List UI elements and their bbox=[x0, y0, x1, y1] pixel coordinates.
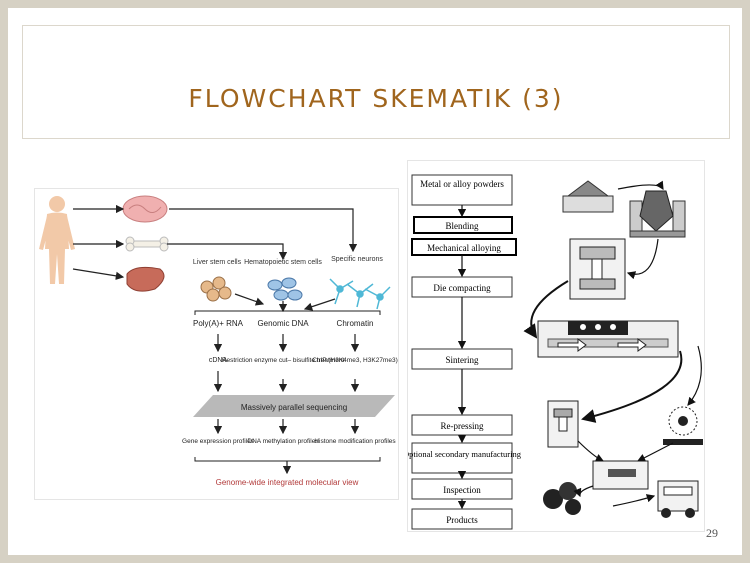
page-number: 29 bbox=[706, 526, 718, 540]
sequencing-band bbox=[193, 395, 395, 417]
step-label-inspection: Inspection bbox=[443, 485, 481, 495]
powder-metallurgy-figure: Metal or alloy powders Blending Mechanic… bbox=[403, 160, 705, 532]
sequencing-label: Massively parallel sequencing bbox=[241, 403, 347, 412]
blood-cells-icon bbox=[267, 277, 303, 301]
prep-label-restriction: Restriction enzyme cut– bisulfite treatm… bbox=[222, 357, 345, 364]
step-box-powders bbox=[411, 174, 513, 206]
title-band: FLOWCHART SKEMATIK (3) bbox=[22, 25, 730, 139]
human-body-icon bbox=[39, 196, 75, 284]
genomics-flowchart-figure: Liver stem cells Hematopoietic stem cell… bbox=[34, 188, 399, 500]
prep-label-chip: ChIP (H3K4me3, H3K27me3) bbox=[312, 357, 398, 364]
genomics-flowchart-svg: Liver stem cells Hematopoietic stem cell… bbox=[39, 195, 398, 487]
powder-metallurgy-svg: Metal or alloy powders Blending Mechanic… bbox=[403, 174, 703, 530]
profile-label-histone: Histone modification profiles bbox=[314, 438, 396, 445]
mol-label-rna: Poly(A)+ RNA bbox=[193, 319, 244, 328]
step-label-blending: Blending bbox=[446, 221, 479, 231]
machining-icon bbox=[663, 406, 703, 445]
blender-icon bbox=[629, 190, 686, 238]
bone-icon bbox=[125, 236, 169, 252]
step-label-powders: Metal or alloy powders bbox=[420, 179, 504, 189]
sintering-furnace-icon bbox=[537, 320, 679, 358]
lathe-icon bbox=[592, 460, 649, 490]
step-label-die-compacting: Die compacting bbox=[433, 283, 491, 293]
mol-label-chromatin: Chromatin bbox=[337, 319, 374, 328]
mol-label-dna: Genomic DNA bbox=[257, 319, 309, 328]
profile-label-methylation: DNA methylation profiles bbox=[247, 438, 319, 445]
step-label-mechanical-alloying: Mechanical alloying bbox=[427, 243, 501, 253]
gears-product-icon bbox=[543, 482, 581, 515]
step-label-secondary: Optional secondary manufacturing bbox=[408, 449, 522, 459]
slide-title: FLOWCHART SKEMATIK (3) bbox=[188, 84, 564, 113]
liver-cells-icon bbox=[200, 276, 232, 302]
vehicle-product-icon bbox=[657, 480, 699, 518]
brain-icon bbox=[122, 195, 168, 223]
step-box-secondary bbox=[411, 442, 513, 474]
liver-icon bbox=[126, 266, 165, 292]
slide: FLOWCHART SKEMATIK (3) bbox=[8, 8, 742, 555]
source-label-hematopoietic: Hematopoietic stem cells bbox=[244, 259, 322, 266]
result-label: Genome-wide integrated molecular view bbox=[216, 478, 359, 487]
source-label-neurons: Specific neurons bbox=[331, 256, 383, 263]
press-machine-icon bbox=[569, 238, 626, 300]
profile-label-gene: Gene expression profiles bbox=[182, 438, 255, 445]
repress-machine-icon bbox=[547, 400, 579, 448]
step-label-products: Products bbox=[446, 515, 478, 525]
step-label-sintering: Sintering bbox=[446, 355, 479, 365]
prep-label-cdna: cDNA bbox=[209, 357, 228, 364]
powder-hopper-icon bbox=[562, 180, 614, 213]
step-box-mechanical-alloying bbox=[411, 238, 517, 256]
neurons-icon bbox=[329, 278, 391, 310]
source-label-liver: Liver stem cells bbox=[193, 259, 242, 266]
step-label-re-pressing: Re-pressing bbox=[441, 421, 484, 431]
